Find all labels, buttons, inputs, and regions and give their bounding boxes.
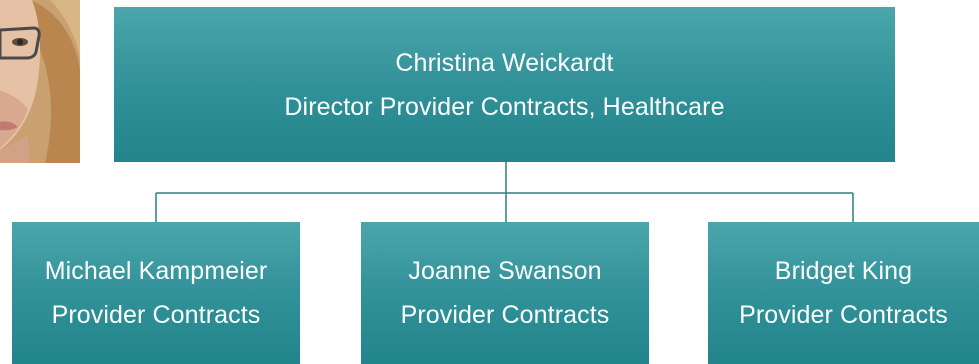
report-title: Provider Contracts	[400, 301, 610, 329]
director-box: Christina Weickardt Director Provider Co…	[114, 7, 895, 162]
report-name: Joanne Swanson	[408, 257, 602, 285]
report-box-3: Bridget King Provider Contracts	[708, 222, 979, 364]
report-name: Michael Kampmeier	[44, 257, 268, 285]
report-box-2: Joanne Swanson Provider Contracts	[361, 222, 649, 364]
report-box-1: Michael Kampmeier Provider Contracts	[12, 222, 300, 364]
report-title: Provider Contracts	[51, 301, 261, 329]
director-name: Christina Weickardt	[395, 48, 614, 77]
report-title: Provider Contracts	[739, 301, 948, 329]
director-photo	[0, 0, 80, 163]
report-name: Bridget King	[774, 257, 913, 285]
director-title: Director Provider Contracts, Healthcare	[284, 92, 725, 121]
